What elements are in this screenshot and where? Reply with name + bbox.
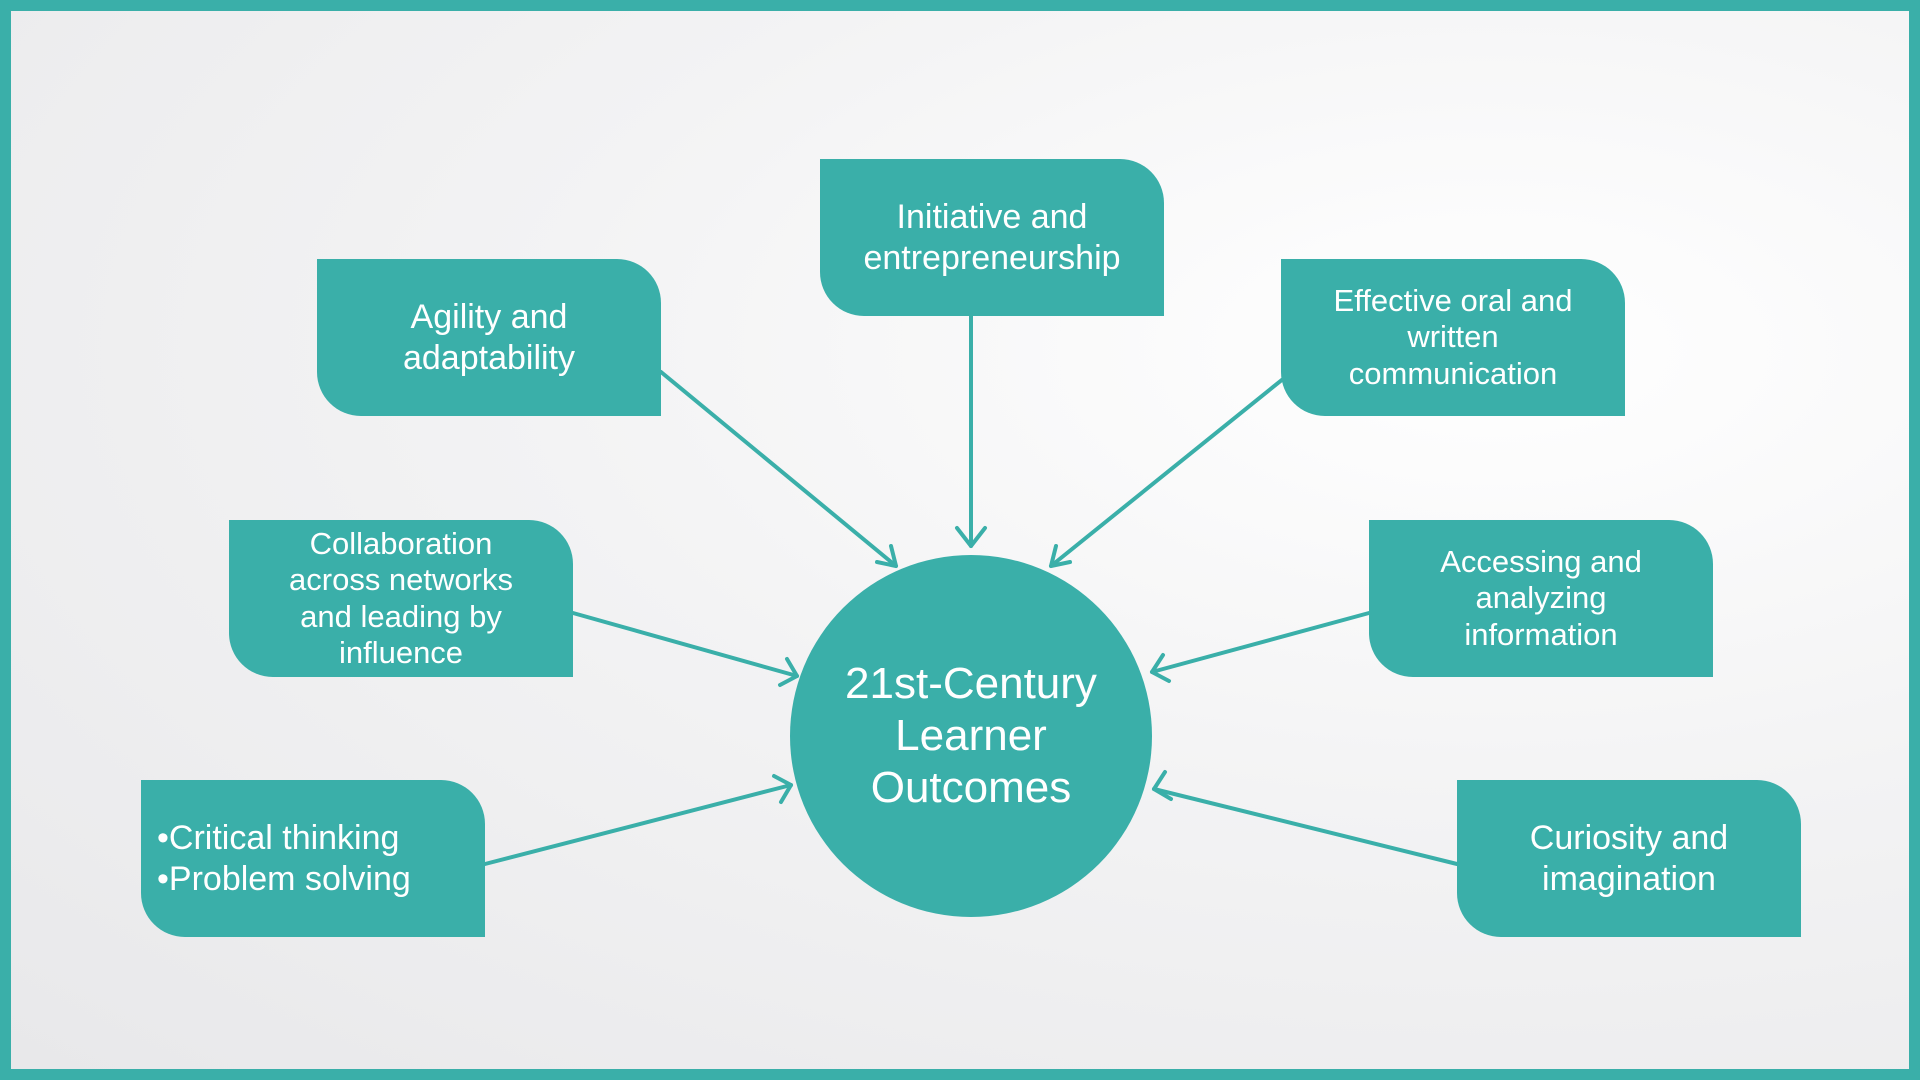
arrowhead-accessing [1150,653,1171,683]
arrow-accessing [1150,611,1371,674]
arrowhead-agility [875,544,898,568]
node-agility: Agility and adaptability [317,259,661,416]
node-collaboration-label: Collaboration across networks and leadin… [289,525,513,670]
arrow-agility [659,370,898,568]
node-communication-label: Effective oral and written communication [1333,283,1573,391]
connector-layer [483,314,1459,866]
arrowhead-initiative [955,526,987,548]
center-title: 21st-Century Learner Outcomes [845,659,1097,812]
node-accessing-label: Accessing and analyzing information [1440,544,1642,652]
arrowhead-collaboration [778,657,799,687]
node-collaboration: Collaboration across networks and leadin… [229,520,573,677]
arrow-critical [483,783,793,866]
arrow-communication [1049,377,1285,568]
node-curiosity: Curiosity and imagination [1457,780,1801,937]
arrowhead-critical [772,774,793,804]
arrowhead-curiosity [1152,770,1173,801]
node-initiative: Initiative and entrepreneurship [820,159,1164,316]
center-circle: 21st-Century Learner Outcomes [790,555,1152,917]
arrow-collaboration [571,611,799,678]
node-critical-label: •Critical thinking •Problem solving [157,818,411,898]
node-accessing: Accessing and analyzing information [1369,520,1713,677]
arrow-curiosity [1152,787,1459,866]
arrowhead-communication [1049,544,1072,568]
node-initiative-label: Initiative and entrepreneurship [863,197,1121,277]
node-curiosity-label: Curiosity and imagination [1529,818,1729,898]
node-communication: Effective oral and written communication [1281,259,1625,416]
node-critical: •Critical thinking •Problem solving [141,780,485,937]
node-agility-label: Agility and adaptability [402,297,575,377]
